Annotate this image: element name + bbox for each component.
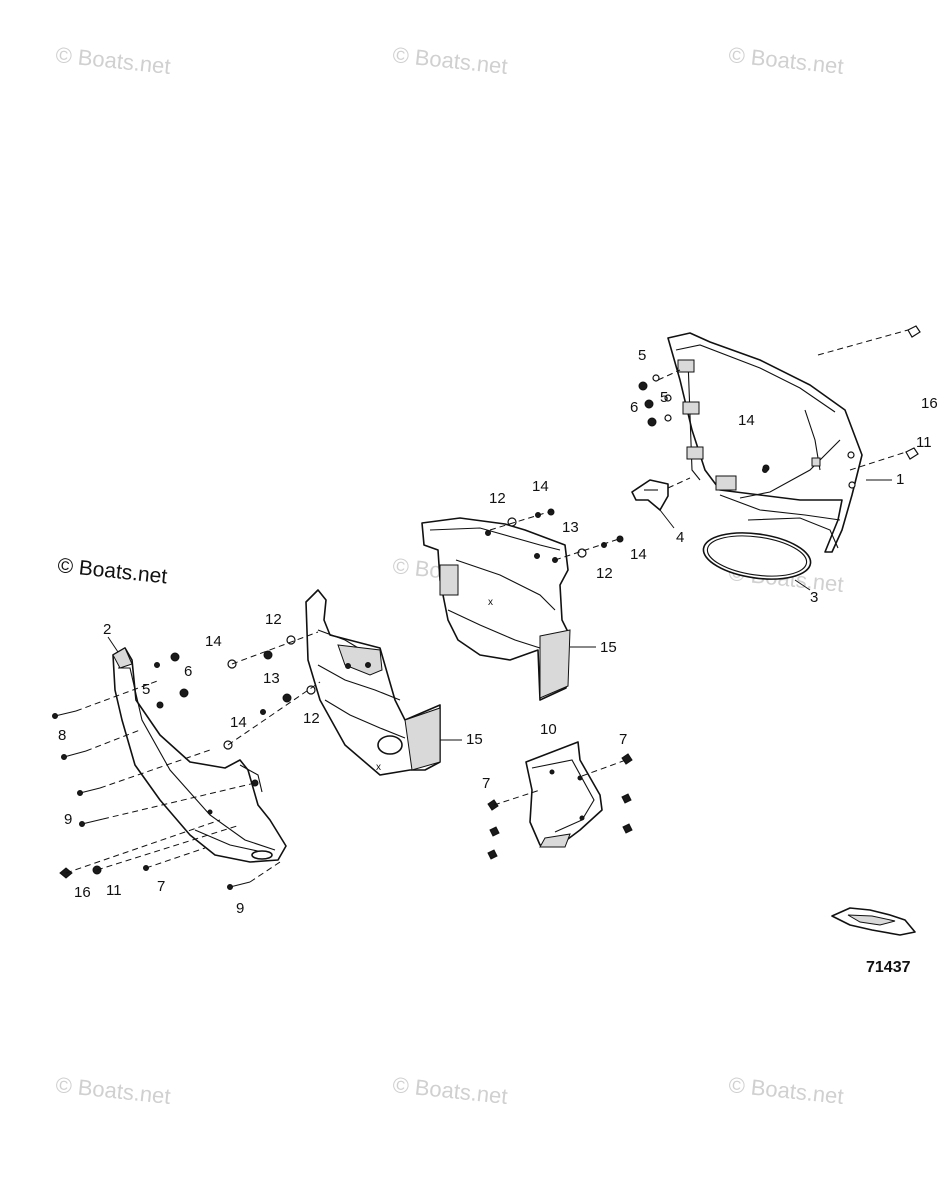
hardware-group-middle-left	[223, 631, 321, 750]
callout-14a: 14	[738, 412, 755, 429]
svg-text:x: x	[376, 762, 381, 773]
part-15-upper-middle-panel: x	[421, 517, 571, 701]
part-1-upper-cowl	[667, 332, 863, 553]
callout-10: 10	[540, 721, 557, 738]
watermark-bottom-right: © Boats.net	[727, 1072, 844, 1109]
hardware-group-upper-middle	[489, 508, 624, 561]
watermark-bottom-center: © Boats.net	[391, 1072, 508, 1109]
callout-1: 1	[896, 471, 904, 488]
callout-11a: 11	[916, 434, 932, 451]
callout-12b: 12	[596, 565, 613, 582]
callout-9a: 9	[64, 811, 72, 828]
part-3-seal-ring	[702, 532, 812, 580]
hardware-group-lower-left	[52, 652, 281, 890]
part-15-middle-panel: x	[305, 589, 441, 776]
callout-7a: 7	[157, 878, 165, 895]
callout-2: 2	[103, 621, 111, 638]
callout-5c: 5	[142, 681, 150, 698]
callout-16b: 16	[74, 884, 91, 901]
callout-4: 4	[676, 529, 684, 546]
callout-labels: 1 2 3 4 5 5 5 6 6 7 7 7 8 9 9 10 11 11 1…	[58, 347, 938, 917]
watermark-top-left: © Boats.net	[54, 42, 171, 79]
watermark-top-right: © Boats.net	[727, 42, 844, 79]
callout-16a: 16	[921, 395, 938, 412]
callout-5a: 5	[638, 347, 646, 364]
callout-7b: 7	[482, 775, 490, 792]
hardware-group-upper-right	[638, 325, 921, 489]
svg-text:x: x	[488, 597, 493, 608]
part-10-small-fairing	[487, 741, 633, 860]
callout-5b: 5	[660, 389, 668, 406]
part-2-lower-left-cowl	[112, 647, 287, 863]
callout-11b: 11	[106, 882, 122, 899]
callout-12c: 12	[265, 611, 282, 628]
callout-12a: 12	[489, 490, 506, 507]
callout-9b: 9	[236, 900, 244, 917]
callout-3: 3	[810, 589, 818, 606]
callout-8: 8	[58, 727, 66, 744]
callout-14d: 14	[205, 633, 222, 650]
callout-13a: 13	[562, 519, 579, 536]
callout-14e: 14	[230, 714, 247, 731]
reference-thumbnail	[831, 907, 916, 936]
callout-12d: 12	[303, 710, 320, 727]
watermark-bottom-left: © Boats.net	[54, 1072, 171, 1109]
callout-6a: 6	[630, 399, 638, 416]
callout-14c: 14	[630, 546, 647, 563]
callout-7c: 7	[619, 731, 627, 748]
callout-14b: 14	[532, 478, 549, 495]
callout-6b: 6	[184, 663, 192, 680]
watermark-dark-label: © Boats.net	[56, 554, 168, 588]
drawing-number: 71437	[866, 959, 911, 976]
part-4-clip	[631, 479, 669, 511]
callout-13b: 13	[263, 670, 280, 687]
callout-15b: 15	[466, 731, 483, 748]
watermark-top-center: © Boats.net	[391, 42, 508, 79]
callout-15a: 15	[600, 639, 617, 656]
